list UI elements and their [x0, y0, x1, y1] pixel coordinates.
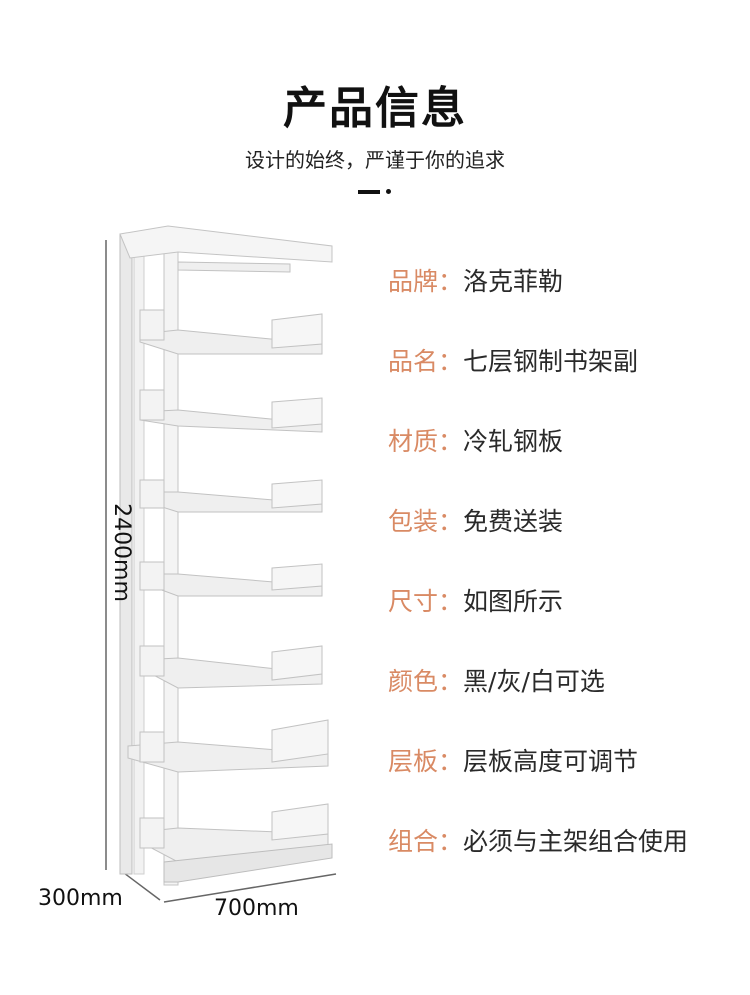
spec-material: 材质：冷轧钢板: [388, 422, 563, 458]
spec-brand-key: 品牌：: [388, 267, 464, 296]
spec-color-key: 颜色：: [388, 667, 464, 696]
height-dimension: 2400mm: [108, 503, 134, 602]
spec-combination-value: 必须与主架组合使用: [463, 827, 689, 856]
spec-combination: 组合：必须与主架组合使用: [388, 822, 688, 858]
spec-material-key: 材质：: [388, 427, 464, 456]
divider-bar: [358, 190, 380, 194]
spec-size-key: 尺寸：: [388, 587, 464, 616]
spec-packaging-key: 包装：: [388, 507, 464, 536]
spec-color-value: 黑/灰/白可选: [463, 667, 605, 696]
spec-product-name: 品名：七层钢制书架副: [388, 342, 638, 378]
spec-shelf-key: 层板：: [388, 747, 464, 776]
page-title: 产品信息: [283, 83, 467, 134]
spec-packaging: 包装：免费送装: [388, 502, 563, 538]
spec-combination-key: 组合：: [388, 827, 464, 856]
spec-color: 颜色：黑/灰/白可选: [388, 662, 605, 698]
width-dimension: 700mm: [214, 896, 299, 921]
spec-size: 尺寸：如图所示: [388, 582, 563, 618]
spec-material-value: 冷轧钢板: [463, 427, 564, 456]
divider-dot: [386, 189, 391, 194]
spec-product-name-key: 品名：: [388, 347, 464, 376]
spec-shelf-value: 层板高度可调节: [463, 747, 639, 776]
spec-shelf: 层板：层板高度可调节: [388, 742, 638, 778]
page-subtitle: 设计的始终，严谨于你的追求: [245, 148, 505, 172]
spec-packaging-value: 免费送装: [463, 507, 564, 536]
bookshelf-image: [105, 225, 337, 903]
spec-product-name-value: 七层钢制书架副: [463, 347, 639, 376]
depth-dimension: 300mm: [38, 886, 123, 911]
spec-brand-value: 洛克菲勒: [463, 267, 564, 296]
spec-size-value: 如图所示: [463, 587, 564, 616]
spec-brand: 品牌：洛克菲勒: [388, 262, 563, 298]
